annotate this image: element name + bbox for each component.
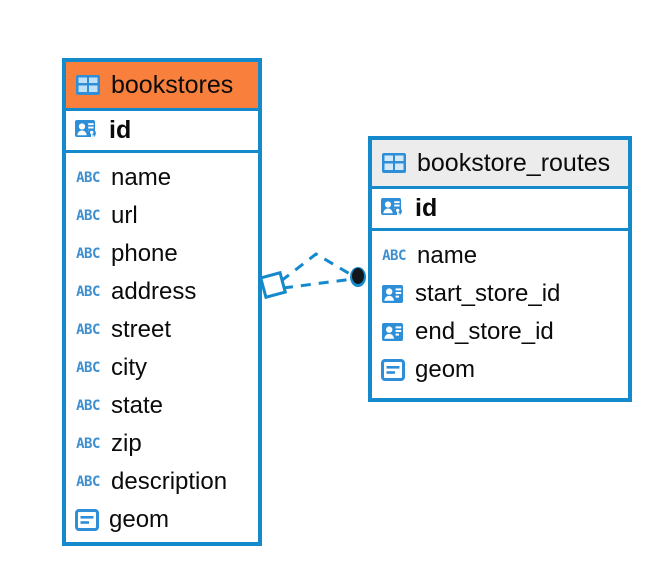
relation-target-circle-icon: [350, 267, 366, 287]
field-row-id[interactable]: id: [372, 186, 628, 231]
abc-icon: ABC: [76, 360, 100, 376]
geometry-icon: [380, 357, 406, 383]
relation-source-diamond-icon: [258, 270, 288, 300]
entity-title-bookstore-routes: bookstore_routes: [417, 148, 611, 177]
field-label-city: city: [111, 354, 147, 381]
entity-bookstore-routes[interactable]: bookstore_routes: [368, 136, 632, 402]
field-label-id: id: [415, 194, 438, 222]
field-label-state: state: [111, 392, 164, 419]
field-label-end-store-id: end_store_id: [415, 318, 554, 345]
field-row-name[interactable]: ABC name: [372, 237, 628, 275]
abc-icon: ABC: [76, 246, 100, 262]
abc-icon: ABC: [76, 436, 100, 452]
field-row-geom[interactable]: geom: [66, 501, 258, 539]
table-icon: [380, 151, 408, 175]
field-label-description: description: [111, 468, 228, 495]
abc-icon: ABC: [76, 170, 100, 186]
foreign-key-icon: [380, 319, 406, 345]
field-label-start-store-id: start_store_id: [415, 280, 561, 307]
field-row-street[interactable]: ABC street: [66, 311, 258, 349]
primary-key-icon: [380, 196, 406, 222]
field-list-bookstores: ABC name ABC url ABC phone ABC: [66, 153, 258, 547]
entity-bookstores[interactable]: bookstores: [62, 58, 262, 546]
abc-icon: ABC: [76, 474, 100, 490]
field-row-zip[interactable]: ABC zip: [66, 425, 258, 463]
primary-key-icon: [74, 118, 100, 144]
field-label-zip: zip: [111, 430, 142, 457]
field-row-start-store-id[interactable]: start_store_id: [372, 275, 628, 313]
entity-header-bookstores[interactable]: bookstores: [66, 62, 258, 108]
relation-line-upper: [280, 252, 356, 283]
field-row-end-store-id[interactable]: end_store_id: [372, 313, 628, 351]
field-label-id: id: [109, 116, 132, 144]
field-row-address[interactable]: ABC address: [66, 273, 258, 311]
abc-icon: ABC: [76, 284, 100, 300]
foreign-key-icon: [380, 281, 406, 307]
field-label-url: url: [111, 202, 138, 229]
field-label-name: name: [417, 242, 478, 269]
abc-icon: ABC: [76, 398, 100, 414]
field-label-geom: geom: [415, 356, 476, 383]
relation-line-lower: [282, 277, 354, 290]
field-label-phone: phone: [111, 240, 178, 267]
field-row-id[interactable]: id: [66, 108, 258, 153]
entity-header-bookstore-routes[interactable]: bookstore_routes: [372, 140, 628, 186]
field-label-address: address: [111, 278, 197, 305]
field-list-bookstore-routes: ABC name start_store_id: [372, 231, 628, 397]
field-row-city[interactable]: ABC city: [66, 349, 258, 387]
field-row-url[interactable]: ABC url: [66, 197, 258, 235]
abc-icon: ABC: [76, 322, 100, 338]
field-label-name: name: [111, 164, 172, 191]
field-row-phone[interactable]: ABC phone: [66, 235, 258, 273]
field-row-geom[interactable]: geom: [372, 351, 628, 389]
table-icon: [74, 73, 102, 97]
entity-title-bookstores: bookstores: [111, 70, 234, 99]
field-label-street: street: [111, 316, 172, 343]
abc-icon: ABC: [76, 208, 100, 224]
field-label-geom: geom: [109, 506, 170, 533]
field-row-description[interactable]: ABC description: [66, 463, 258, 501]
geometry-icon: [74, 507, 100, 533]
field-row-name[interactable]: ABC name: [66, 159, 258, 197]
field-row-state[interactable]: ABC state: [66, 387, 258, 425]
abc-icon: ABC: [382, 248, 406, 264]
